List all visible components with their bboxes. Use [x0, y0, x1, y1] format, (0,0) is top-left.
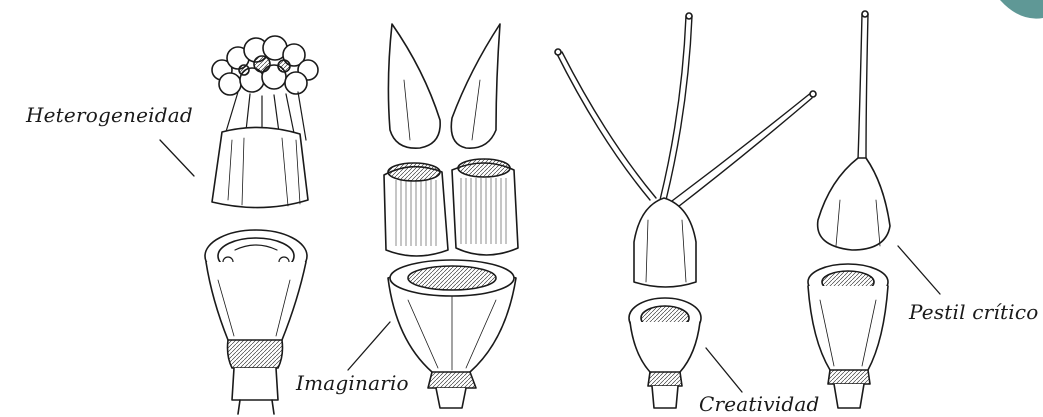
leader-line-pestil-critico — [898, 246, 940, 294]
leader-line-heterogeneidad — [160, 140, 194, 176]
leader-line-creatividad — [706, 348, 742, 392]
label-imaginario: Imaginario — [296, 371, 409, 395]
corner-badge — [1000, 0, 1043, 19]
flower-head-specimen — [160, 36, 318, 414]
stigma-cluster — [212, 36, 318, 95]
label-creatividad: Creatividad — [699, 392, 819, 416]
label-pestil-critico: Pestil crítico — [909, 300, 1038, 324]
leader-line-imaginario — [348, 322, 390, 370]
single-style-pistil-specimen — [808, 11, 940, 408]
label-heterogeneidad: Heterogeneidad — [26, 103, 193, 127]
split-capsule-specimen — [348, 24, 518, 408]
three-style-pistil-specimen — [555, 13, 816, 408]
